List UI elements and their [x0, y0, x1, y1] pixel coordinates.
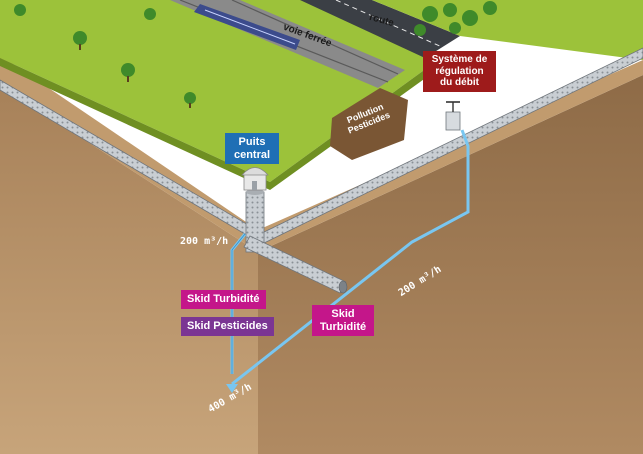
drain-pipe	[243, 235, 347, 294]
flow-arrowhead	[226, 384, 238, 393]
skid-turbidity-left-label: Skid Turbidité	[181, 290, 266, 309]
flow-regulation-line1: Système de	[431, 54, 488, 65]
pollution-zone	[330, 88, 408, 160]
road	[300, 0, 460, 58]
soil-front-face	[0, 85, 258, 454]
regulation-valve	[445, 101, 461, 131]
soil-right-face	[258, 75, 643, 454]
road-verge	[372, 0, 643, 60]
flow-well-label: 200 m³/h	[180, 236, 229, 247]
well-house	[241, 167, 269, 191]
flow-regulation-line3: du débit	[440, 77, 479, 88]
trees	[14, 1, 497, 108]
skid-turbidity-right-label: Skid Turbidité	[312, 305, 374, 337]
flow-regulation-label: Système de régulation du débit	[423, 51, 496, 92]
skid-pesticides-label: Skid Pesticides	[181, 317, 274, 336]
central-well-label: Puits central	[225, 133, 279, 165]
flow-regulation-line2: régulation	[435, 65, 484, 77]
